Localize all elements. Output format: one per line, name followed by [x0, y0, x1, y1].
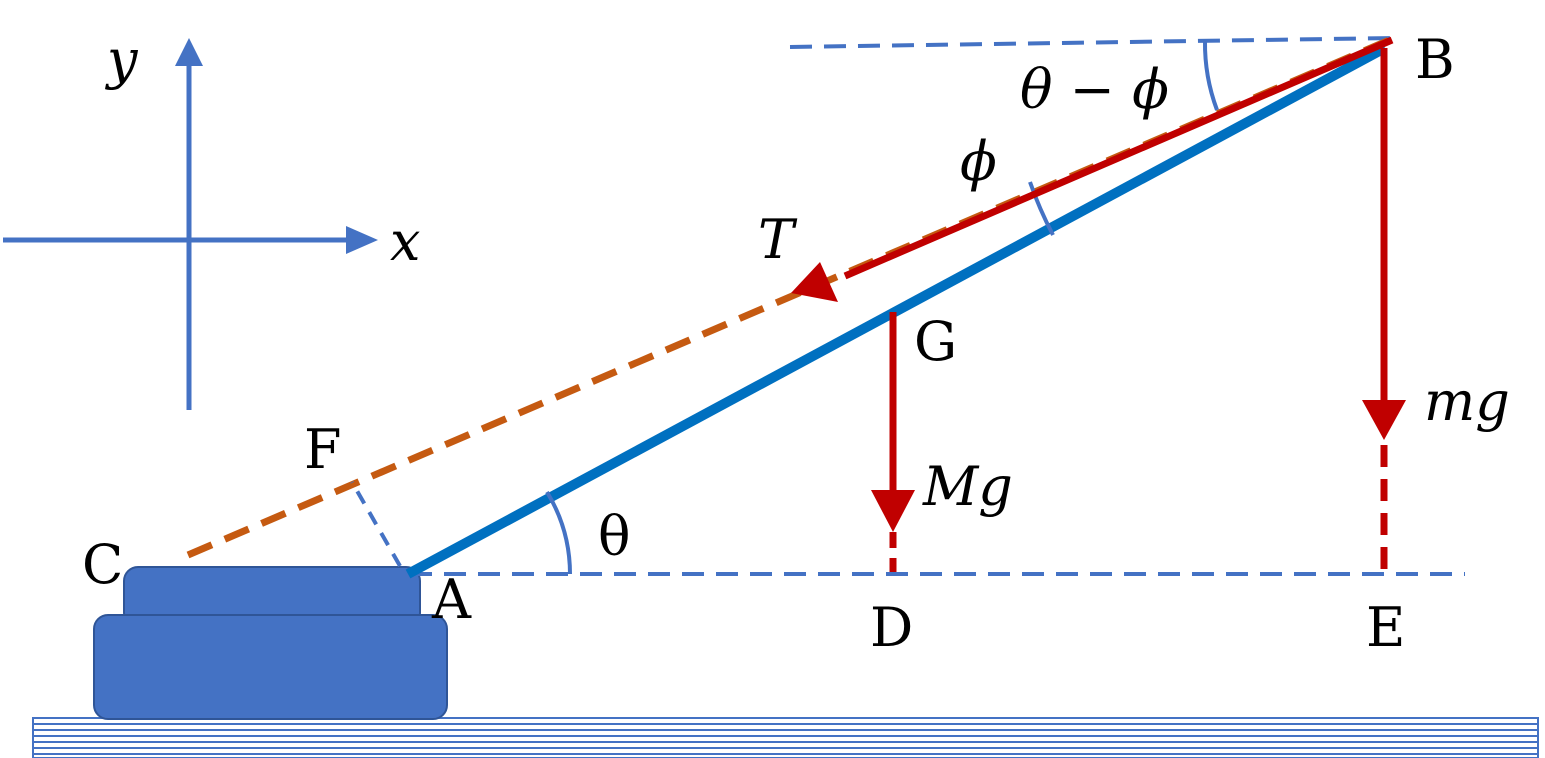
tension-force-arrow — [791, 36, 1394, 302]
point-e-label: E — [1366, 596, 1405, 659]
theta-minus-phi-label: θ − ϕ — [1020, 58, 1169, 121]
phi-arc — [1028, 181, 1055, 236]
point-a-label: A — [431, 568, 472, 631]
y-axis-arrowhead — [175, 38, 203, 66]
point-g-label: G — [914, 310, 957, 373]
load-weight-label: mg — [1424, 370, 1510, 433]
ground — [32, 717, 1539, 758]
load-weight-arrow — [1362, 48, 1406, 580]
perpendicular-af — [350, 481, 402, 567]
theta-minus-phi-arc — [1202, 40, 1219, 111]
beam-weight-label: Mg — [922, 455, 1013, 518]
coordinate-axes — [3, 38, 378, 410]
theta-label: θ — [598, 505, 631, 568]
point-d-label: D — [870, 596, 913, 659]
point-c-label: C — [82, 533, 123, 596]
top-reference-line — [789, 36, 1396, 49]
tension-label: T — [758, 208, 798, 271]
phi-label: ϕ — [960, 130, 997, 193]
x-axis-label: x — [390, 210, 420, 273]
crane-base — [93, 566, 448, 720]
x-axis-arrowhead — [346, 226, 378, 254]
point-f-label: F — [304, 418, 341, 481]
beam-weight-arrow — [871, 312, 915, 572]
theta-arc — [545, 490, 572, 575]
y-axis-label: y — [105, 28, 139, 91]
beam — [405, 43, 1388, 579]
point-b-label: B — [1415, 28, 1455, 91]
